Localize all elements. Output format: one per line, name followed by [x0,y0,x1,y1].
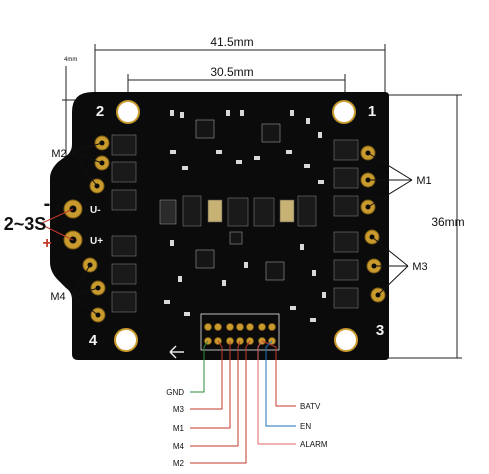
label-m2: M2 [51,148,66,160]
connector-label-m4: M4 [173,442,185,451]
connector-label-en: EN [300,422,311,431]
connector-wire-en [265,340,296,427]
connector-wire-gnd [190,340,209,393]
label-voltage: 2~3S [4,214,47,234]
connector-label-m3: M3 [173,405,185,414]
smd-parts [164,110,326,322]
label-plus: + [42,235,51,252]
pad-label-u-minus: U- [90,205,101,216]
connector-wire-m4 [190,340,241,447]
connector-label-m1: M1 [173,424,185,433]
mount-hole-top-right [332,100,356,124]
connector-label-gnd: GND [166,388,184,397]
corner-number-3: 3 [376,322,384,339]
mount-hole-bottom-right [334,328,358,352]
connector-wire-m2 [190,340,251,464]
pcb-board: 2 1 4 3 [50,92,389,360]
connector-wire-m1 [190,341,231,429]
dimension-lines [62,44,462,359]
corner-number-1: 1 [368,103,376,120]
connector-wire-m3 [190,340,223,410]
board-arrow-mark [169,345,184,359]
corner-number-4: 4 [89,332,98,349]
bracket-lines [71,142,413,316]
label-m4: M4 [50,291,65,303]
driver-ics [195,119,285,281]
voltage-bracket [39,208,74,241]
right-mosfets [333,139,359,309]
power-components [159,195,317,227]
connector-label-alarm: ALARM [300,440,328,449]
dimension-corner: 4mm [64,57,77,63]
dimension-height: 36mm [431,215,464,229]
connector-wire-alarm [257,340,296,445]
mount-hole-bottom-left [114,328,138,352]
connector-label-batv: BATV [300,402,321,411]
dimension-width-total: 41.5mm [210,35,253,49]
pad-label-u-plus: U+ [90,236,103,247]
connector-label-m2: M2 [173,459,185,468]
mount-hole-top-left [116,100,140,124]
left-mosfets [111,134,137,313]
dimension-width-holes: 30.5mm [210,65,253,79]
label-m1: M1 [416,175,431,187]
label-m3: M3 [412,261,427,273]
corner-number-2: 2 [96,103,104,120]
label-minus: - [44,193,51,215]
